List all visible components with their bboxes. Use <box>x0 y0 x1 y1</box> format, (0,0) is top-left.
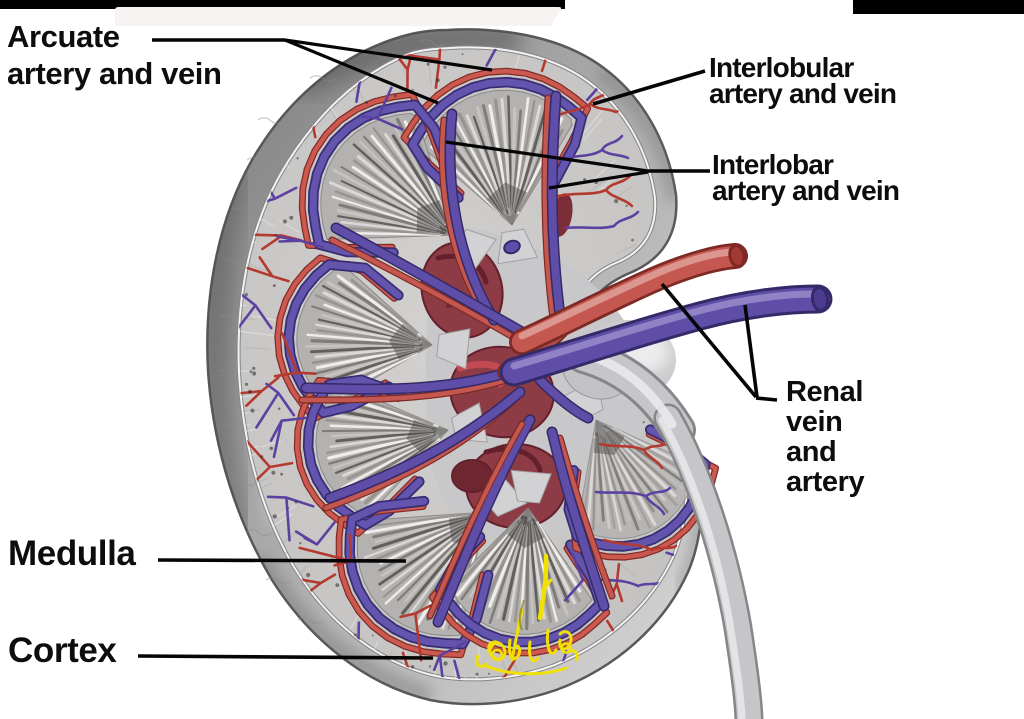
pyramid-striations <box>304 274 424 398</box>
label-arcuate-artery-vein: Arcuate artery and vein <box>7 18 222 92</box>
label-line: Cortex <box>8 631 117 670</box>
label-line: and <box>786 436 837 468</box>
top-strip <box>115 7 562 26</box>
label-line: artery <box>786 466 865 498</box>
label-line: artery and vein <box>709 78 897 109</box>
label-line: vein <box>786 406 843 438</box>
vein-open-end <box>810 285 830 313</box>
label-line: Renal <box>786 376 863 408</box>
pointer-lines <box>137 38 778 660</box>
label-interlobular-artery-vein: Interlobular artery and vein <box>709 52 897 109</box>
label-line: artery and vein <box>7 56 222 91</box>
label-line: artery and vein <box>712 175 900 206</box>
artery-open-end <box>728 243 746 269</box>
label-line: Medulla <box>8 534 136 573</box>
label-cortex: Cortex <box>8 631 117 670</box>
label-line: Interlobular <box>709 52 854 83</box>
renal-vein-tube <box>499 284 833 387</box>
top-bar-left <box>0 0 565 9</box>
watermark-signature <box>475 553 579 676</box>
renal-pyramid <box>420 89 573 226</box>
label-interlobar-artery-vein: Interlobar artery and vein <box>712 149 900 206</box>
label-line: Arcuate <box>7 19 120 54</box>
top-bar-right <box>853 0 1024 14</box>
pyramid-striations <box>429 95 564 216</box>
interlobar-vessels <box>298 90 616 628</box>
label-medulla: Medulla <box>8 536 136 572</box>
label-line: Interlobar <box>712 149 834 180</box>
renal-pyramid <box>296 264 433 406</box>
label-renal-vein-artery: Renal vein and artery <box>786 376 865 498</box>
pyramid-striations <box>456 515 582 630</box>
